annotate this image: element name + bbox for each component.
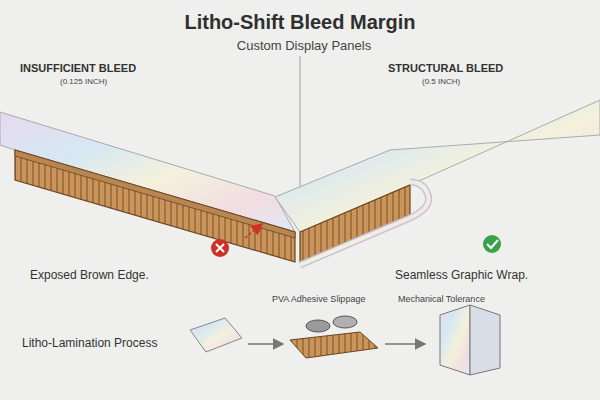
result-note: Seamless Graphic Wrap. xyxy=(395,268,528,282)
step-note: PVA Adhesive Slippage xyxy=(272,294,365,305)
title: Litho-Shift Bleed Margin xyxy=(0,10,600,34)
subtitle: Custom Display Panels xyxy=(4,38,600,54)
pass-mark xyxy=(483,235,501,253)
process-heading: Litho-Lamination Process xyxy=(22,336,157,350)
roller xyxy=(306,320,330,332)
step-note: Mechanical Tolerance xyxy=(398,294,485,305)
board-icon xyxy=(290,332,378,358)
section-heading: STRUCTURAL BLEED xyxy=(388,62,503,75)
wrapped-sheet xyxy=(300,182,429,265)
roller xyxy=(333,316,357,328)
corrugated-board xyxy=(15,150,295,262)
result-note: Exposed Brown Edge. xyxy=(30,268,149,282)
exposed-edge xyxy=(15,150,295,238)
dimension: (0.5 INCH) xyxy=(422,77,460,87)
fail-cross xyxy=(216,244,224,252)
pass-check xyxy=(487,240,498,248)
print-sheet xyxy=(190,318,242,352)
section-heading: INSUFFICIENT BLEED xyxy=(20,62,136,75)
fail-mark xyxy=(211,239,229,257)
folded-panel xyxy=(440,305,470,375)
graphic-sheet xyxy=(275,100,600,232)
folded-panel xyxy=(470,305,500,375)
edge-pointer xyxy=(245,224,262,238)
process-arrow xyxy=(385,343,425,345)
wrapped-sheet xyxy=(300,182,429,265)
process-arrow xyxy=(248,343,283,345)
dimension: (0.125 INCH) xyxy=(60,77,107,87)
